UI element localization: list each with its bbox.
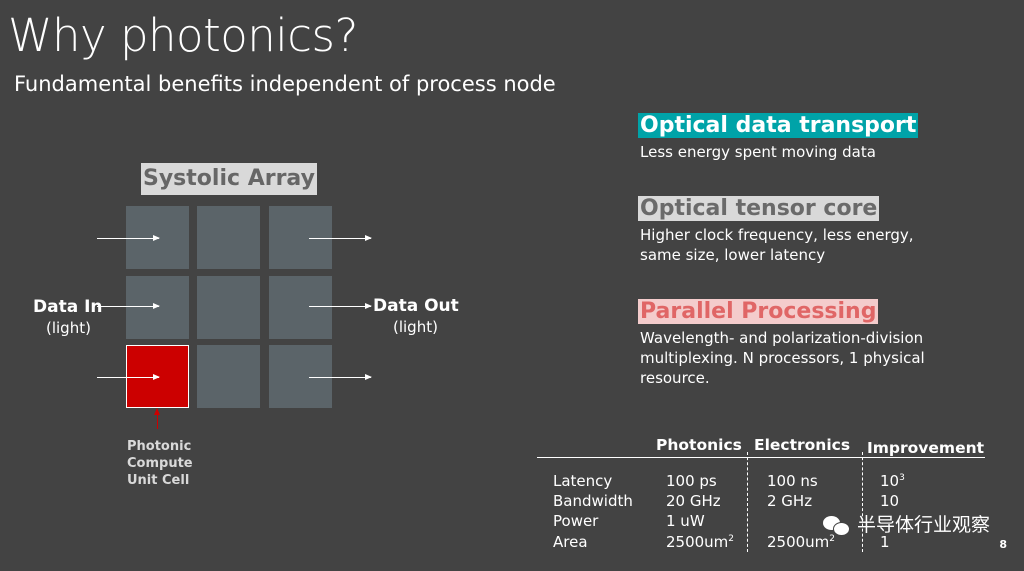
benefit-item: Optical tensor core Higher clock frequen… (638, 195, 914, 265)
benefit-desc: Wavelength- and polarization-division (640, 329, 924, 347)
watermark: 半导体行业观察 (822, 512, 990, 538)
benefit-desc: multiplexing. N processors, 1 physical (640, 349, 925, 367)
table-cell: 1 (880, 533, 890, 551)
benefit-item: Optical data transport Less energy spent… (638, 112, 919, 162)
table-header: Improvement (867, 439, 985, 457)
output-arrow (309, 235, 372, 241)
slide-subtitle: Fundamental benefits independent of proc… (14, 72, 556, 96)
benefit-desc: Higher clock frequency, less energy, (640, 226, 914, 244)
data-out-sublabel: (light) (393, 318, 438, 336)
table-cell: 10 (880, 492, 900, 510)
table-column-divider (862, 452, 864, 552)
array-cell (269, 206, 332, 269)
array-cell (269, 345, 332, 408)
data-in-label: Data In (33, 297, 103, 317)
benefit-desc: resource. (640, 369, 710, 387)
array-cell (197, 345, 260, 408)
benefit-title: Optical data transport (638, 113, 919, 138)
table-column-divider (747, 452, 749, 552)
table-cell: 103 (880, 472, 905, 490)
table-row-label: Bandwidth (553, 492, 633, 510)
pcu-pointer-arrow (154, 408, 160, 429)
table-header: Photonics (656, 436, 742, 454)
table-row-label: Area (553, 533, 588, 551)
slide-title: Why photonics? (8, 9, 358, 62)
watermark-text: 半导体行业观察 (856, 514, 990, 536)
benefit-desc: Less energy spent moving data (640, 143, 876, 161)
table-cell: 2500um2 (666, 533, 735, 551)
table-cell: 2500um2 (767, 533, 836, 551)
benefit-item: Parallel Processing Wavelength- and pola… (638, 298, 925, 388)
array-cell (197, 206, 260, 269)
table-cell: 1 uW (666, 512, 705, 530)
benefit-desc: same size, lower latency (640, 246, 826, 264)
input-arrow (97, 374, 160, 380)
table-cell: 100 ns (767, 472, 818, 490)
wechat-icon (822, 514, 851, 536)
table-row-label: Latency (553, 472, 613, 490)
table-cell: 100 ps (666, 472, 717, 490)
output-arrow (309, 303, 372, 309)
table-cell: 20 GHz (666, 492, 721, 510)
input-arrow (97, 235, 160, 241)
benefit-title: Optical tensor core (638, 196, 880, 221)
input-arrow (97, 303, 160, 309)
page-number: 8 (999, 538, 1007, 551)
table-header: Electronics (754, 436, 851, 454)
array-cell (197, 276, 260, 339)
data-out-label: Data Out (373, 296, 459, 316)
data-in-sublabel: (light) (46, 319, 91, 337)
systolic-array-label: Systolic Array (141, 163, 317, 195)
table-cell: 2 GHz (767, 492, 813, 510)
array-cell (269, 276, 332, 339)
output-arrow (309, 374, 372, 380)
benefit-title: Parallel Processing (638, 299, 879, 324)
pcu-caption: Photonic Compute Unit Cell (127, 439, 193, 488)
table-row-label: Power (553, 512, 599, 530)
table-divider (537, 457, 985, 458)
